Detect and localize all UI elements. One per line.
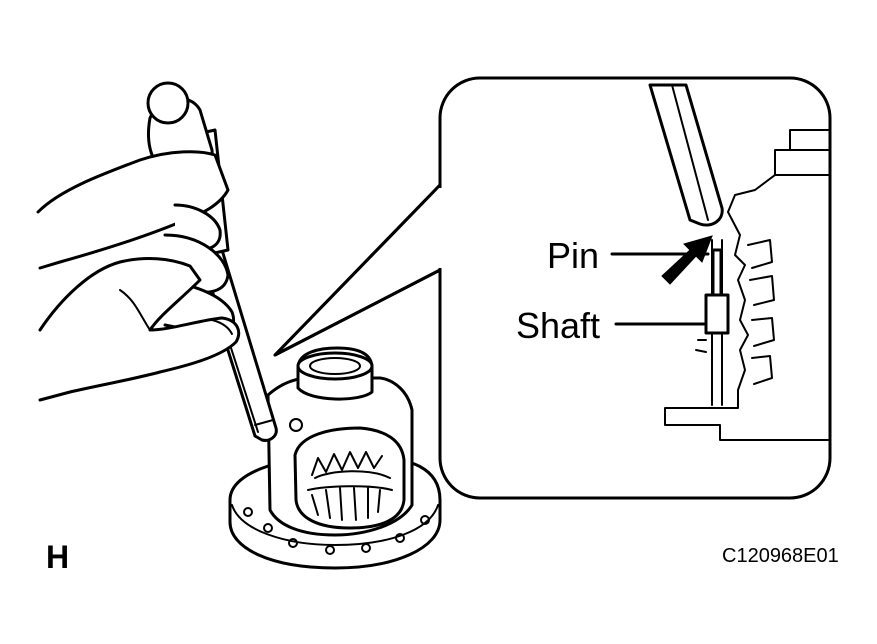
pin-label: Pin [547,235,599,276]
callout-box: Pin Shaft [273,76,832,500]
hand [36,150,241,402]
pin-arrow-icon [661,235,713,285]
corner-letter: H [46,539,69,575]
differential-case [228,346,442,570]
shaft-label: Shaft [516,305,600,346]
figure-code: C120968E01 [722,545,839,567]
